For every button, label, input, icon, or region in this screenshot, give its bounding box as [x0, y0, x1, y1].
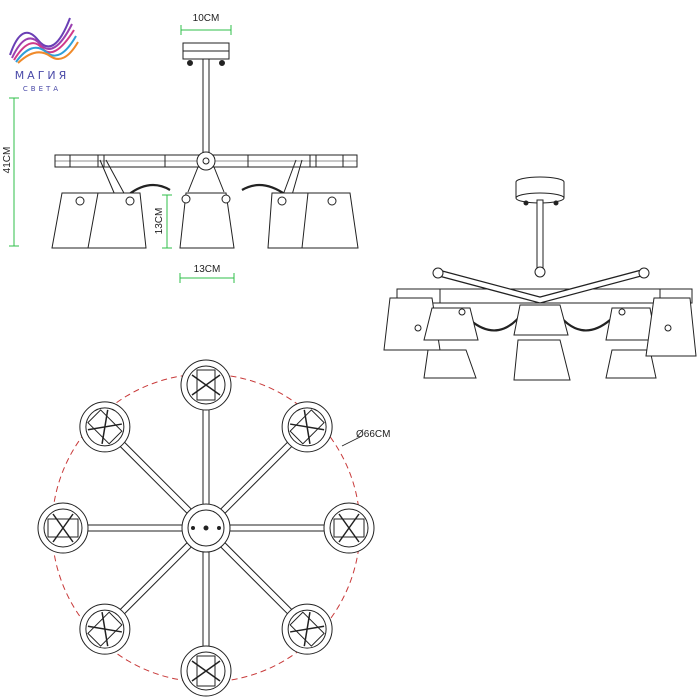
logo-wave-icon	[9, 17, 79, 64]
top-view	[37, 359, 375, 697]
dimension-total-height: 41CM	[2, 97, 19, 247]
logo-name: МАГИЯ	[15, 69, 70, 82]
shade-height-label: 13CM	[154, 208, 165, 235]
front-elevation-view	[51, 42, 359, 249]
perspective-view	[383, 176, 697, 381]
suspension-rod	[202, 58, 210, 156]
dimension-mount-width: 10CM	[180, 13, 232, 35]
logo-tagline: СВЕТА	[23, 85, 61, 93]
shade-width-label: 13CM	[194, 264, 221, 275]
dimension-diameter: Ø66CM	[341, 429, 390, 447]
diameter-label: Ø66CM	[356, 429, 390, 440]
dimension-shade-height: 13CM	[154, 194, 172, 249]
front-shades	[51, 192, 359, 249]
dimension-shade-width: 13CM	[179, 264, 235, 283]
mount-width-label: 10CM	[193, 13, 220, 24]
brand-logo: МАГИЯ СВЕТА	[9, 17, 79, 93]
total-height-label: 41CM	[2, 147, 13, 174]
